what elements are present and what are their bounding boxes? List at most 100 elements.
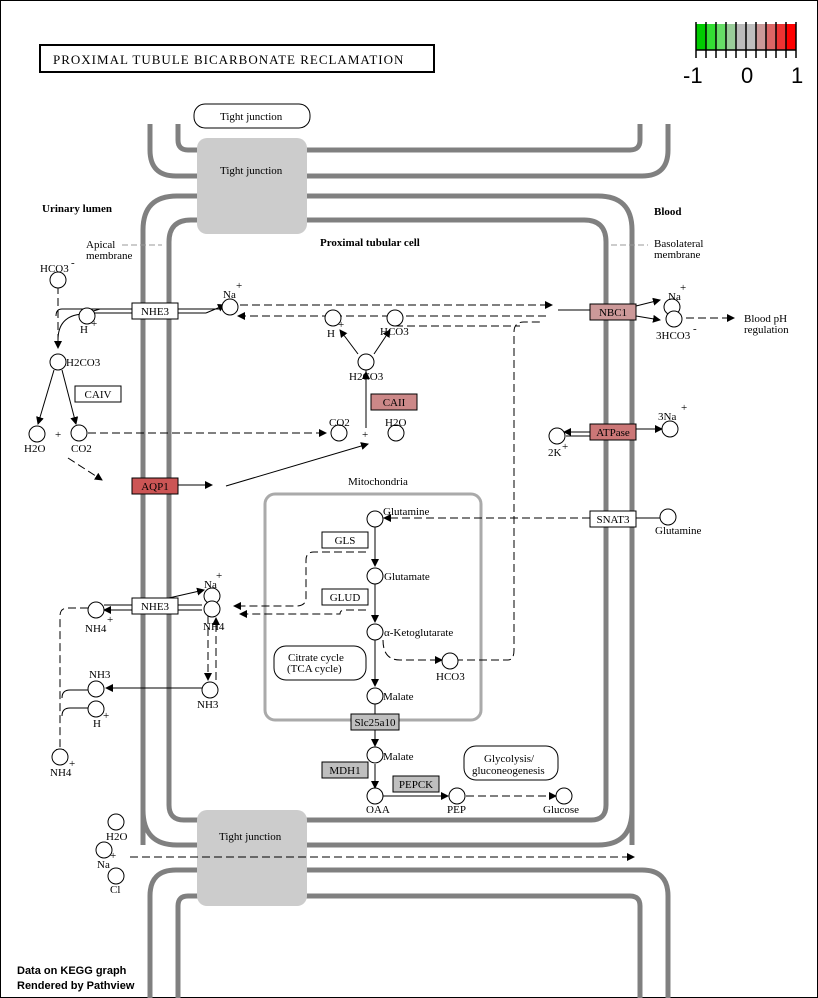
gene-label-atpase: ATPase (596, 427, 630, 439)
glycolysis-label-1: Glycolysis/ (484, 753, 535, 765)
gene-box-nhe3-bot[interactable] (131, 597, 179, 615)
gene-box-slc25a10[interactable] (350, 713, 400, 731)
gene-box-gls[interactable] (321, 531, 369, 549)
sup-na-bottom: + (216, 570, 222, 582)
node-3na[interactable] (661, 420, 679, 438)
node-hco3-lumen[interactable] (49, 271, 67, 289)
node-2k[interactable] (548, 427, 566, 445)
node-h2o-lumen[interactable] (28, 425, 46, 443)
gene-box-mdh1[interactable] (321, 761, 369, 779)
edge-akg-hco3 (382, 639, 443, 664)
label-co2-cell: CO2 (329, 417, 350, 429)
edge-h-h2co3 (57, 313, 83, 341)
edge-aqp1-caii (225, 442, 369, 487)
mitochondria-compartment (263, 492, 483, 722)
label-akg: α-Ketoglutarate (384, 627, 453, 639)
scale-swatch (736, 24, 746, 50)
node-glutamine-blood[interactable] (659, 508, 677, 526)
label-glucose: Glucose (543, 804, 579, 816)
edge-to-aqp1 (67, 457, 103, 481)
gene-box-atpase[interactable] (589, 423, 637, 441)
edge-nbc1-na-out (635, 297, 661, 307)
node-h2o-cell[interactable] (387, 424, 405, 442)
label-h2o-cell: H2O (385, 417, 406, 429)
apical-label-2: membrane (86, 250, 133, 262)
membrane-cell-outer-bottom (140, 809, 635, 848)
node-nh4-cell[interactable] (203, 600, 221, 618)
node-akg[interactable] (366, 623, 384, 641)
cell-label: Proximal tubular cell (320, 237, 420, 249)
node-glutamine[interactable] (366, 510, 384, 528)
node-h-lumen-bottom[interactable] (87, 700, 105, 718)
node-glutamate[interactable] (366, 567, 384, 585)
node-hco3-cell[interactable] (386, 309, 404, 327)
edge-h2co3-co2 (61, 369, 79, 425)
label-glutamine: Glutamine (383, 506, 430, 518)
node-co2-lumen[interactable] (70, 424, 88, 442)
gene-label-caii: CAII (383, 397, 406, 409)
scale-swatch (746, 24, 756, 50)
membrane-bottom-inner (175, 893, 643, 998)
label-cl-para: Cl (110, 884, 120, 896)
label-hco3-mito: HCO3 (436, 671, 465, 683)
node-3hco3-blood[interactable] (665, 310, 683, 328)
label-na-top: Na (223, 289, 236, 301)
sup-hco3-lumen: - (71, 257, 75, 269)
basolateral-label-2: membrane (654, 249, 701, 261)
node-h2o-para[interactable] (107, 813, 125, 831)
footer-line-2: Rendered by Pathview (17, 980, 135, 992)
label-nh4-lumen-bottom: NH4 (50, 767, 72, 779)
label-glutamine-blood: Glutamine (655, 525, 702, 537)
edge-nbc1-hco3-out (635, 314, 661, 323)
scale-label-mid: 0 (741, 63, 753, 88)
node-nh4-lumen-top[interactable] (87, 601, 105, 619)
edge-h2co3-hco3 (373, 329, 391, 355)
node-co2-cell[interactable] (330, 424, 348, 442)
gene-box-caiv[interactable] (74, 385, 122, 403)
apical-label-1: Apical (86, 239, 115, 251)
node-h-lumen[interactable] (78, 307, 96, 325)
node-malate-cyto[interactable] (366, 746, 384, 764)
node-na-para[interactable] (95, 841, 113, 859)
gene-box-snat3[interactable] (589, 510, 637, 528)
scale-swatch (706, 24, 716, 50)
node-h2co3-cell[interactable] (357, 353, 375, 371)
node-hco3-mito[interactable] (441, 652, 459, 670)
edge-h-join (61, 707, 88, 717)
gene-box-pepck[interactable] (392, 775, 440, 793)
tca-cycle-box[interactable] (273, 645, 367, 681)
sup-nh4-lumen-bottom: + (69, 758, 75, 770)
membrane-bottom-outer (147, 867, 671, 998)
label-h2co3-lumen: H2CO3 (66, 357, 101, 369)
gene-label-slc25a10: Slc25a10 (355, 717, 396, 729)
scale-swatch (776, 24, 786, 50)
blood-label: Blood (654, 206, 682, 218)
gene-label-nhe3-bot: NHE3 (141, 601, 170, 613)
node-nh3-cell[interactable] (201, 681, 219, 699)
node-pep[interactable] (448, 787, 466, 805)
scale-label-min: -1 (683, 63, 703, 88)
gene-box-caii[interactable] (370, 393, 418, 411)
scale-swatch (766, 24, 776, 50)
node-glucose[interactable] (555, 787, 573, 805)
gene-box-nhe3-top[interactable] (131, 302, 179, 320)
node-h-cell[interactable] (324, 309, 342, 327)
node-nh4-lumen-bottom[interactable] (51, 748, 69, 766)
label-hco3-cell: HCO3 (380, 326, 409, 338)
label-glutamate: Glutamate (384, 571, 430, 583)
membrane-top-outer (147, 124, 671, 179)
gene-box-aqp1[interactable] (131, 477, 179, 495)
node-na-top[interactable] (221, 298, 239, 316)
gene-box-glud[interactable] (321, 588, 369, 606)
gene-box-nbc1[interactable] (589, 303, 637, 321)
node-malate-mito[interactable] (366, 687, 384, 705)
node-oaa[interactable] (366, 787, 384, 805)
glycolysis-box[interactable] (463, 745, 559, 781)
label-pep: PEP (447, 804, 466, 816)
membrane-top-inner (175, 124, 643, 153)
node-cl-para[interactable] (107, 867, 125, 885)
node-h2co3-lumen[interactable] (49, 353, 67, 371)
node-nh3-lumen[interactable] (87, 680, 105, 698)
